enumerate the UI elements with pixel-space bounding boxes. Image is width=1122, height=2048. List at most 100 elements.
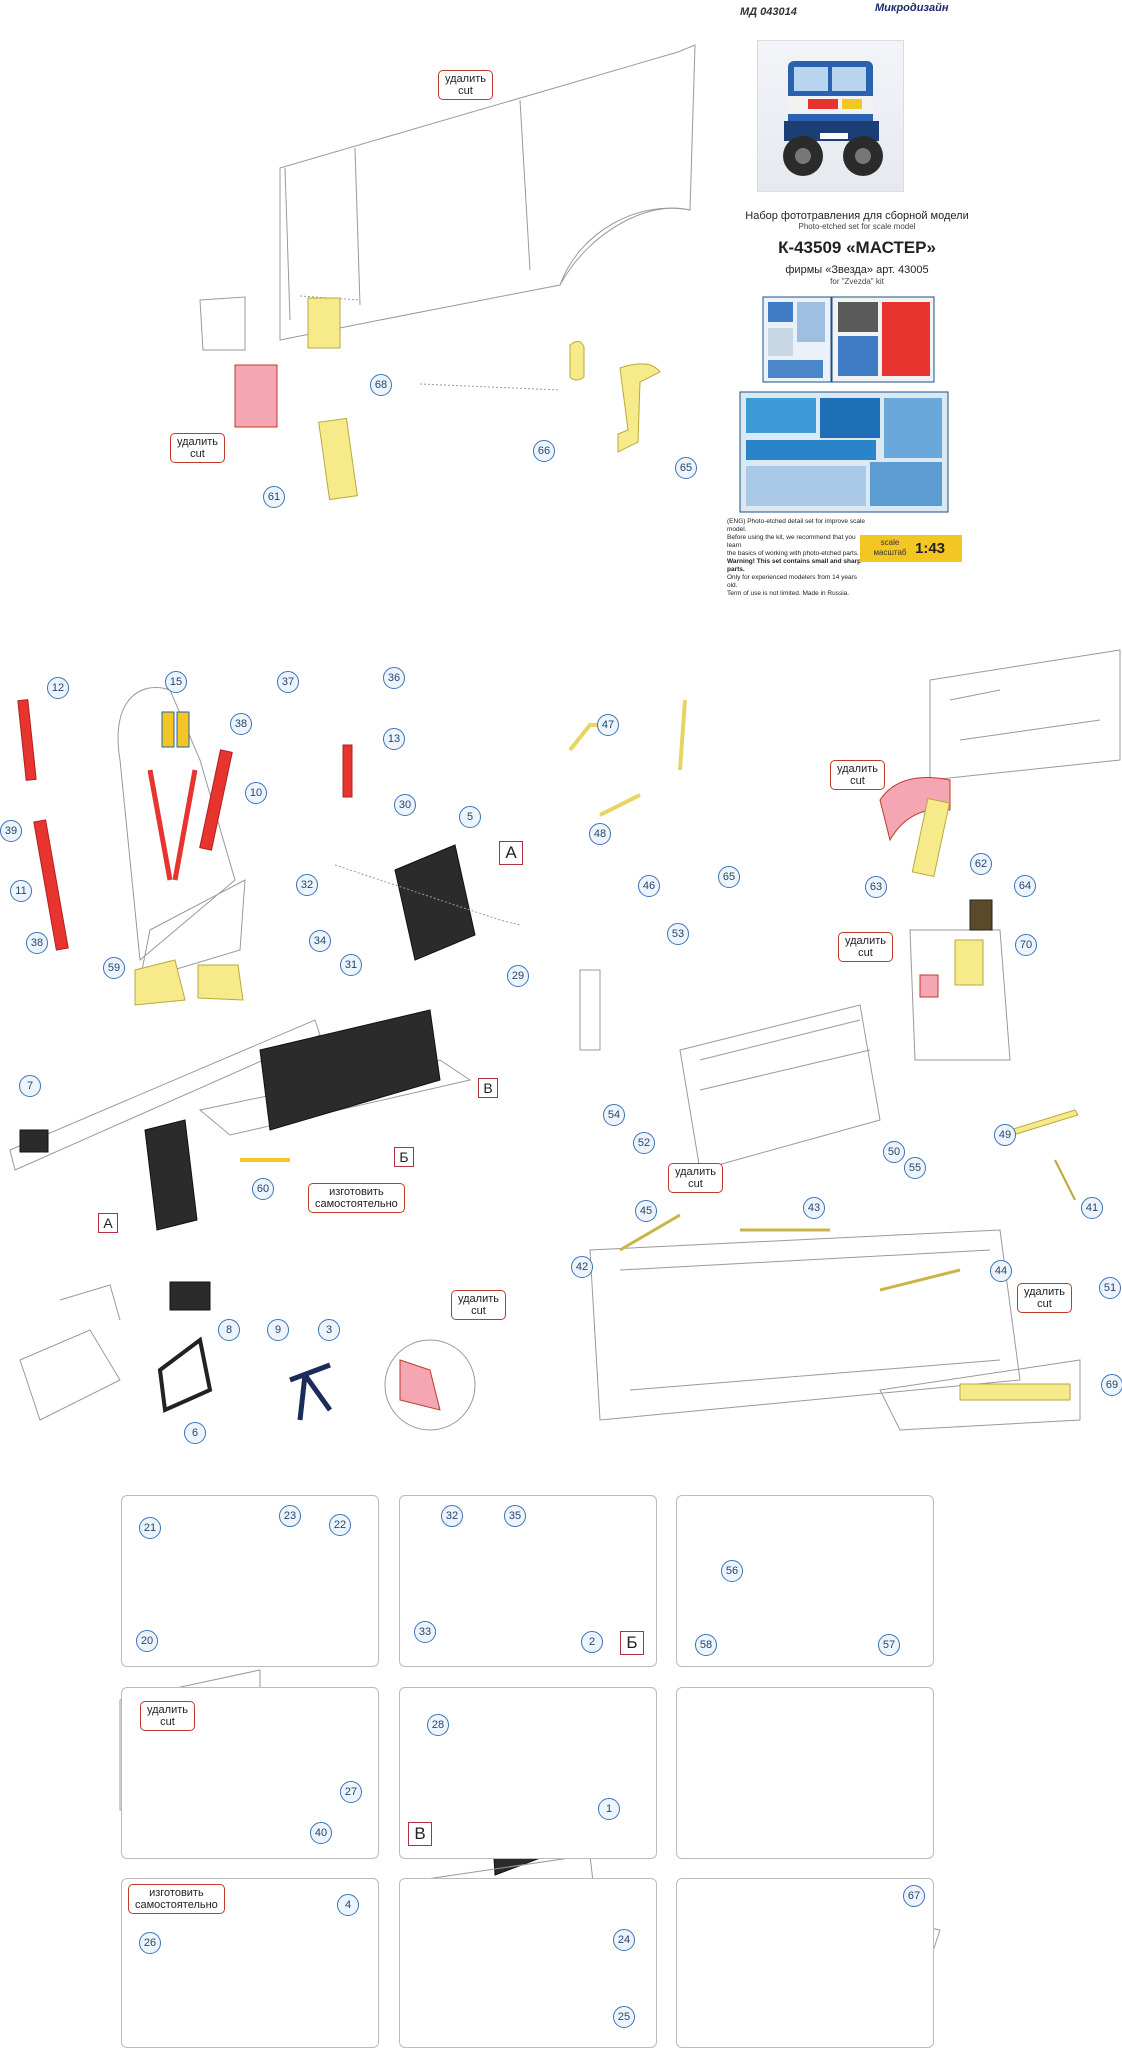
- part-number: 31: [340, 954, 362, 976]
- note-line: Warning! This set contains small and sha…: [727, 558, 862, 573]
- part-15b: [176, 711, 190, 748]
- part-number: 1: [598, 1798, 620, 1820]
- part-61: [318, 417, 358, 501]
- part-number: 57: [878, 1634, 900, 1656]
- seat-belts: [147, 769, 198, 881]
- section-letter-a: А: [98, 1213, 118, 1233]
- truck-illustration: [783, 61, 883, 176]
- part-number: 26: [139, 1932, 161, 1954]
- kit-reference-en: for "Zvezda" kit: [830, 277, 884, 286]
- part-number: 32: [296, 874, 318, 896]
- part-number: 65: [675, 457, 697, 479]
- part-number: 32: [441, 1505, 463, 1527]
- part-number: 34: [309, 930, 331, 952]
- section-letter-v: В: [408, 1822, 432, 1846]
- part-number: 65: [718, 866, 740, 888]
- part-number: 49: [994, 1124, 1016, 1146]
- part-number: 24: [613, 1929, 635, 1951]
- part-number: 56: [721, 1560, 743, 1582]
- part-59a: [134, 959, 186, 1006]
- part-6-wheel: [157, 1336, 213, 1413]
- cab-drawing: [579, 969, 881, 1171]
- part-number: 15: [165, 671, 187, 693]
- section-letter-a: А: [499, 841, 523, 865]
- part-number: 36: [383, 667, 405, 689]
- section-letter-b: Б: [394, 1147, 414, 1167]
- section-letter-v: В: [478, 1078, 498, 1098]
- part-number: 51: [1099, 1277, 1121, 1299]
- part-70: [954, 939, 984, 986]
- part-66: [569, 341, 585, 381]
- parts-47-46: [568, 699, 687, 817]
- part-number: 61: [263, 486, 285, 508]
- panel-detail-5: [399, 1687, 657, 1859]
- door-drawing: [909, 929, 1011, 1061]
- part-number: 62: [970, 853, 992, 875]
- panel-detail-2: [399, 1495, 657, 1667]
- part-7-panel: [19, 1129, 49, 1153]
- panel-detail-6: [676, 1687, 934, 1859]
- part-number: 46: [638, 875, 660, 897]
- part-number: 69: [1101, 1374, 1122, 1396]
- part-59b: [197, 964, 244, 1001]
- part-number: 37: [277, 671, 299, 693]
- part-number: 55: [904, 1157, 926, 1179]
- part-65: [617, 363, 661, 453]
- part-number: 48: [589, 823, 611, 845]
- brand-logo: Микродизайн: [875, 2, 949, 14]
- part-10: [199, 749, 233, 851]
- part-8-panel: [169, 1281, 211, 1311]
- scale-label: scale масштаб: [868, 538, 912, 558]
- part-number: 64: [1014, 875, 1036, 897]
- set-title-en: Photo-etched set for scale model: [798, 222, 916, 231]
- part-number: 38: [26, 932, 48, 954]
- steering-hub-cut: [399, 1359, 441, 1411]
- kit-reference-ru: фирмы «Звезда» арт. 43005: [785, 264, 929, 276]
- seat-drawing: [117, 687, 246, 981]
- part-number: 2: [581, 1631, 603, 1653]
- set-title-ru: Набор фототравления для сборной модели: [745, 210, 969, 222]
- part-number: 58: [695, 1634, 717, 1656]
- usage-notes: (ENG) Photo-etched detail set for improv…: [727, 518, 867, 598]
- part-69: [959, 1383, 1071, 1401]
- part-number: 67: [903, 1885, 925, 1907]
- part-number: 20: [136, 1630, 158, 1652]
- part-number: 11: [10, 880, 32, 902]
- frame-drawing: [929, 649, 1121, 781]
- part-number: 40: [310, 1822, 332, 1844]
- part-number: 12: [47, 677, 69, 699]
- product-code: МД 043014: [740, 6, 797, 18]
- part-number: 5: [459, 806, 481, 828]
- roof-drawing: [589, 1229, 1081, 1431]
- part-number: 68: [370, 374, 392, 396]
- part-number: 60: [252, 1178, 274, 1200]
- part-number: 33: [414, 1621, 436, 1643]
- part-number: 25: [613, 2006, 635, 2028]
- part-number: 28: [427, 1714, 449, 1736]
- part-number: 23: [279, 1505, 301, 1527]
- part-number: 10: [245, 782, 267, 804]
- note-line: Only for experienced modelers from 14 ye…: [727, 574, 858, 589]
- part-number: 45: [635, 1200, 657, 1222]
- part-number: 44: [990, 1260, 1012, 1282]
- part-number: 8: [218, 1319, 240, 1341]
- dash-panel-a: [144, 1119, 198, 1231]
- part-3: [289, 1362, 333, 1421]
- part-number: 4: [337, 1894, 359, 1916]
- note-line: (ENG) Photo-etched detail set for improv…: [727, 518, 866, 533]
- panel-detail-9: [676, 1878, 934, 2048]
- part-number: 7: [19, 1075, 41, 1097]
- part-11: [33, 819, 69, 951]
- part-number: 42: [571, 1256, 593, 1278]
- scale-badge: [860, 535, 962, 562]
- part-64: [969, 899, 993, 931]
- part-number: 41: [1081, 1197, 1103, 1219]
- note-line: the basics of working with photo-etched …: [727, 550, 859, 557]
- part-number: 21: [139, 1517, 161, 1539]
- dash-panel-v: [259, 1009, 441, 1131]
